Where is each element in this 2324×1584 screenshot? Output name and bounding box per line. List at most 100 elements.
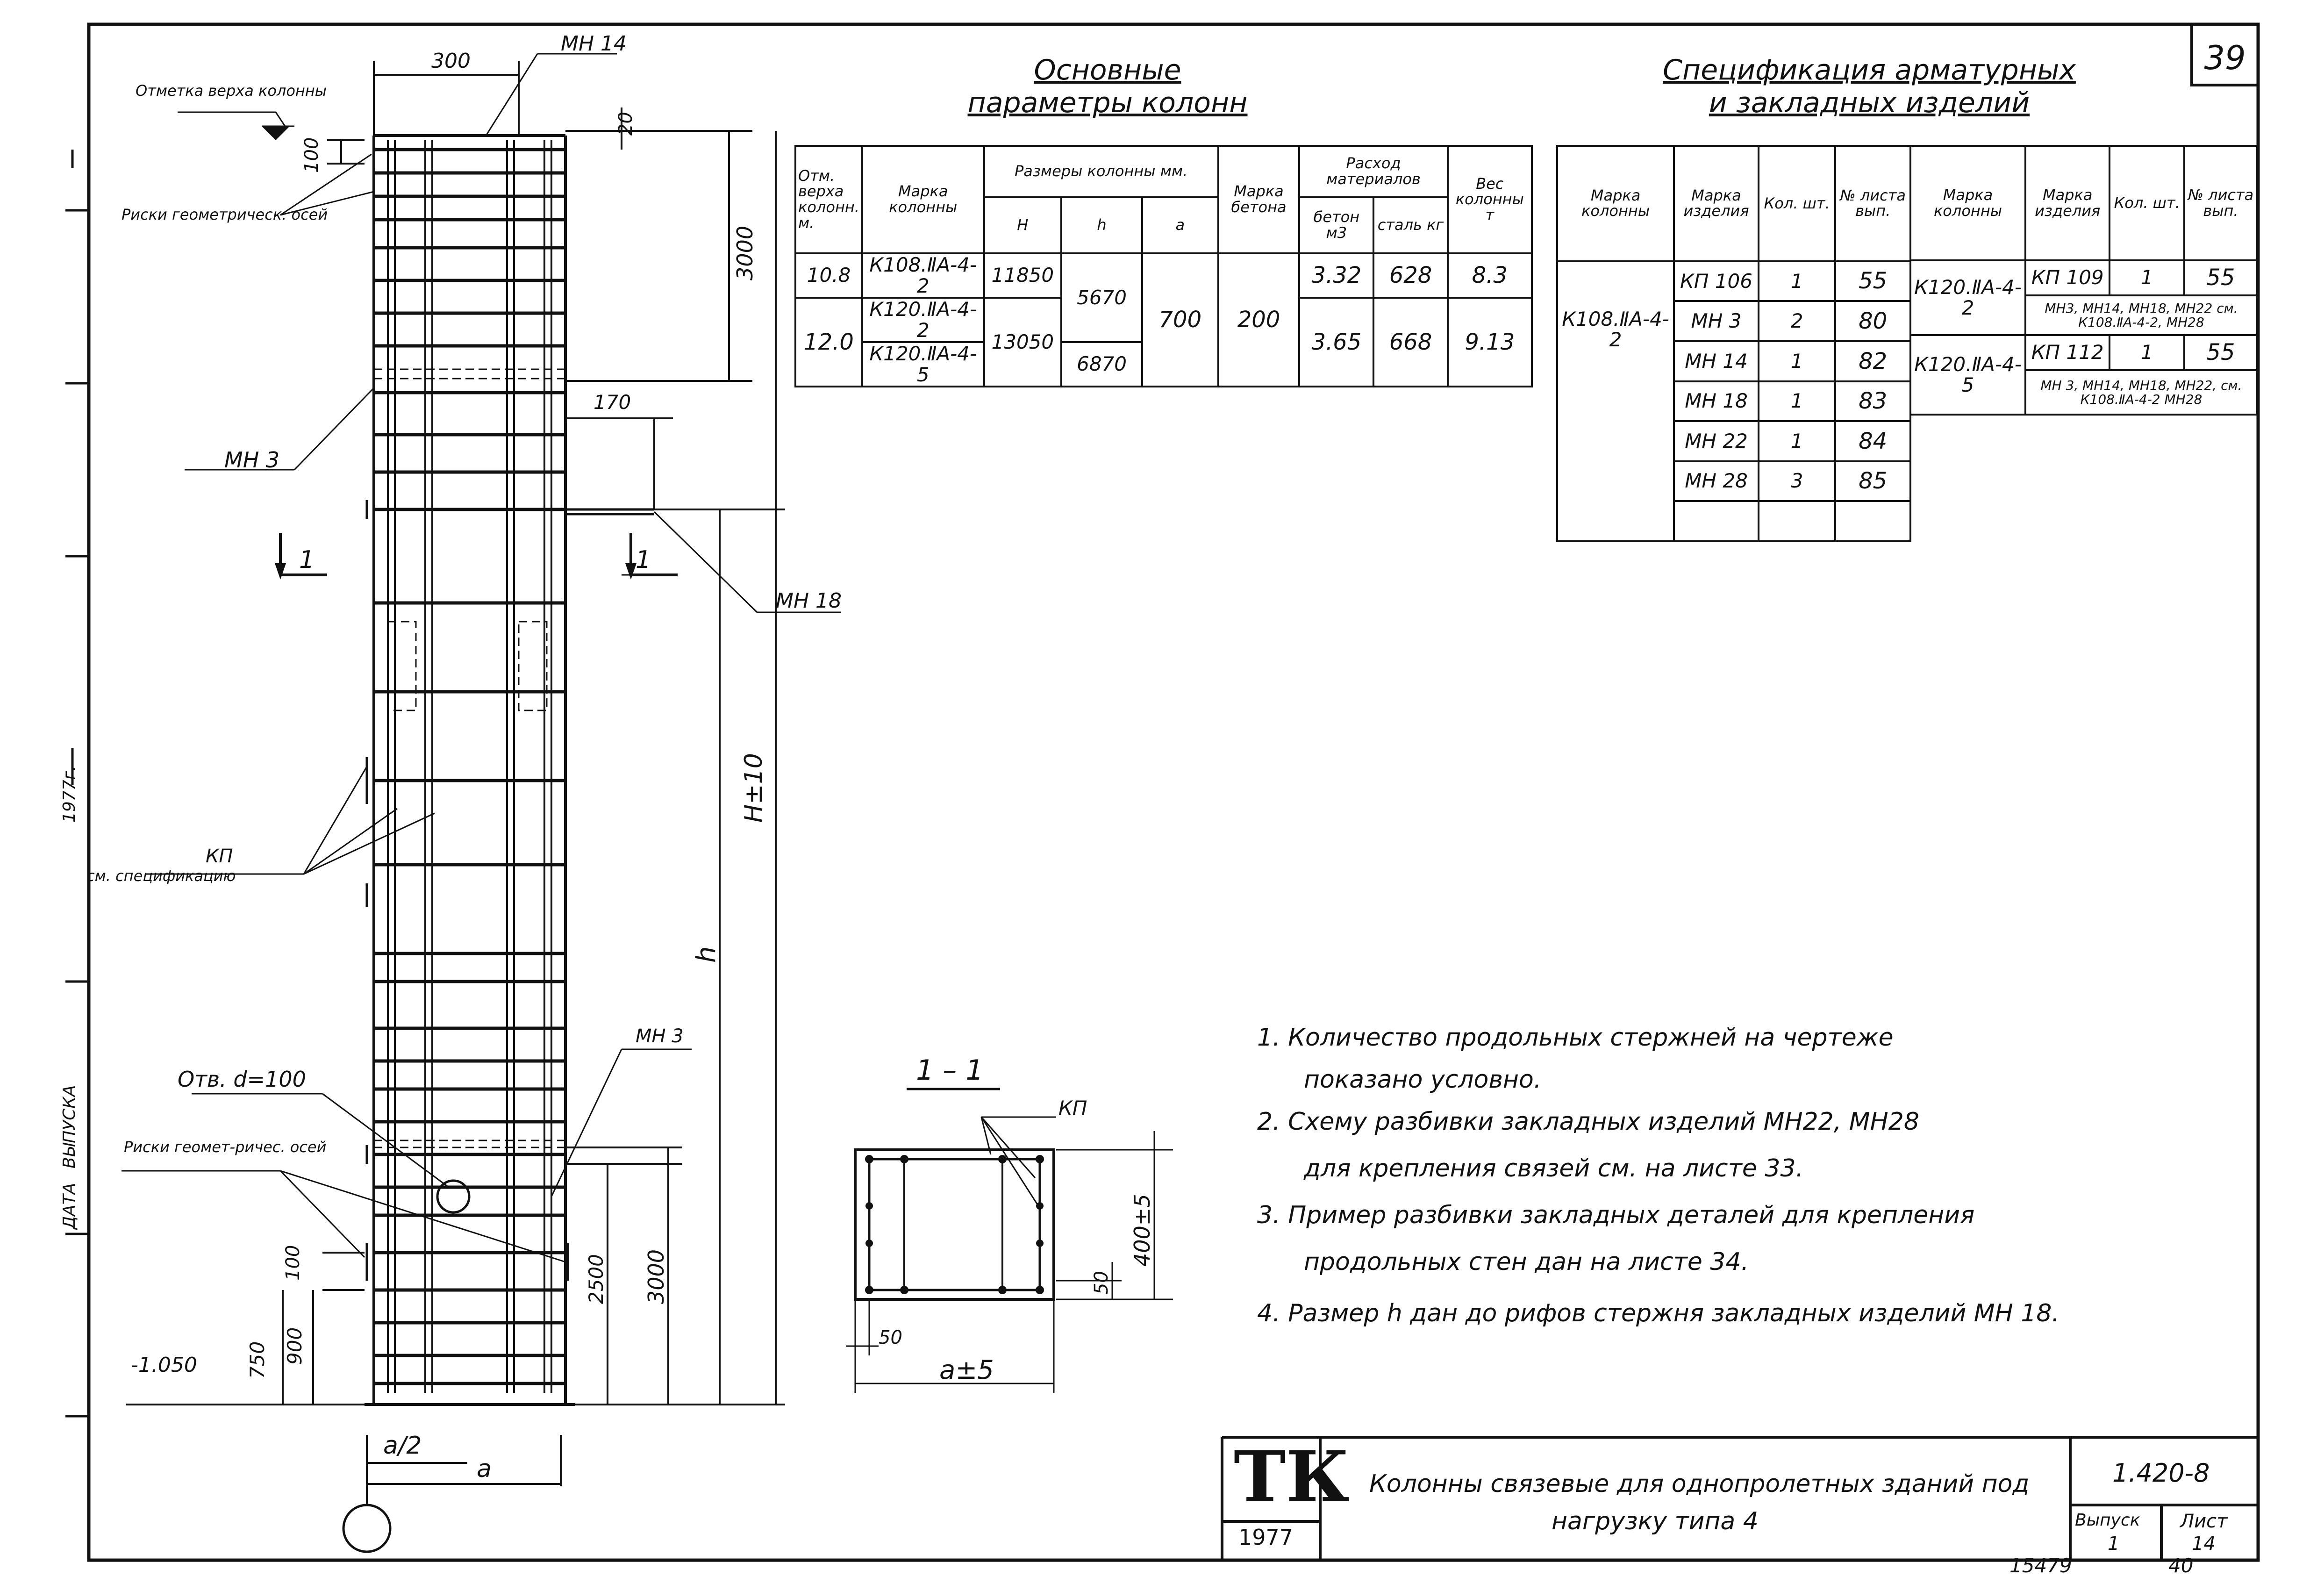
note-line: продольных стен дан на листе 34. [1304,1248,1749,1276]
title-line2: нагрузку типа 4 [1552,1507,1759,1535]
dim-3000-bot: 3000 [644,1249,669,1304]
table-row: К120.ⅡА-4-2 КП 109 1 55 [1909,259,2259,336]
spec-right-column: К120.ⅡА-4-2 [1909,259,2026,336]
spec-th-item: Марка изделия [1673,145,1759,262]
table-row: МН 3 2 80 [1557,300,1911,342]
spec-title: Спецификация арматурных и закладных изде… [1645,54,2094,119]
section-mark-right: 1 [636,546,651,574]
spec-item: КП 112 [2024,334,2111,371]
spec-sheet: 55 [2183,334,2259,371]
cell-h: 5670 [1060,252,1144,343]
cell-weight: 9.13 [1446,297,1533,387]
title-sheet-number: 14 [2192,1533,2216,1555]
spec-left-column: К108.ⅡА-4-2 [1556,260,1675,543]
section-bars [868,1159,1041,1290]
dim-50-bot: 50 [879,1327,902,1348]
note-line: для крепления связей см. на листе 33. [1304,1154,1804,1183]
dim-900: 900 [283,1327,306,1365]
spec-sheet: 85 [1834,460,1911,502]
axis-marks-top: Риски геометрическ. осей [122,206,328,223]
cell-H: 13050 [983,297,1063,387]
table-row: 10.8 К108.ⅡА-4-2 11850 5670 700 200 3.32… [794,252,1533,387]
top-mark-label: Отметка верха колонны [136,82,327,100]
dim-a-section: a±5 [939,1355,994,1385]
cell-mark: К120.ⅡА-4-5 [861,341,985,387]
label-mn3-bottom: МН 3 [636,1025,684,1047]
spec-sheet: 80 [1834,300,1911,342]
spec-item: КП 106 [1673,260,1759,302]
table-row: МН 18 1 83 [1557,380,1911,423]
dim-100-bot: 100 [282,1245,304,1281]
spec-qty: 3 [1757,460,1837,502]
dim-H: H±10 [740,753,768,823]
hole-circle [436,1179,471,1214]
section-dimensions [846,1116,1173,1393]
spec-empty-cell [1757,500,1837,542]
cell-a: 700 [1141,252,1219,387]
spec-note: МН3, МН14, МН18, МН22 см. К108.ⅡА-4-2, М… [2024,294,2258,336]
label-mn18: МН 18 [776,589,842,613]
spec-qty: 2 [1757,300,1837,342]
margin-issue: ВЫПУСКА [60,1085,79,1169]
margin-year: 1977г. [60,766,79,823]
spec-note: МН 3, МН14, МН18, МН22, см. К108.ⅡА-4-2 … [2024,369,2258,416]
note-line: 3. Пример разбивки закладных деталей для… [1257,1201,1975,1229]
issue-number: 1 [2108,1533,2120,1555]
spec-qty: 1 [1757,380,1837,423]
sheet-frame [87,22,2260,1562]
elevation-marker-top [262,126,290,140]
note-line: 4. Размер h дан до рифов стержня закладн… [1257,1299,2059,1327]
table-row: МН 14 1 82 [1557,340,1911,382]
issue-label: Выпуск [2075,1511,2140,1530]
section-stirrup [868,1158,1041,1291]
note-line: 2. Схему разбивки закладных изделий МН22… [1257,1108,1919,1136]
spec-table-left: Марка колонны Марка изделия Кол. шт. № л… [1556,145,1911,543]
cell-H: 11850 [983,252,1063,299]
spec-title-line2: и закладных изделий [1709,86,2030,119]
params-title-line1: Основные [1034,54,1181,86]
spec-table-right: Марка колонны Марка изделия Кол. шт. № л… [1909,145,2259,416]
spec-th-column-r: Марка колонны [1909,145,2026,261]
title-year: 1977 [1238,1525,1294,1550]
spec-title-line1: Спецификация арматурных [1663,54,2076,86]
embedded-plates [365,500,654,1281]
spec-th-qty-r: Кол. шт. [2109,145,2185,261]
dim-300: 300 [431,49,471,73]
dim-a-half: a/2 [383,1432,422,1460]
cell-elev: 12.0 [794,297,863,387]
section-arrow-right [625,563,636,580]
section-mark-left: 1 [299,546,315,574]
section-bar-dots [865,1155,1044,1294]
section-kp: КП [1058,1097,1087,1119]
label-kp-ref: см. спецификацию [86,867,236,885]
spec-item: МН 22 [1673,420,1759,462]
params-title-line2: параметры колонн [967,86,1248,119]
sheet-number-box [2190,23,2260,86]
spec-item: МН 14 [1673,340,1759,382]
cell-mark: К120.ⅡА-4-2 [861,297,985,343]
section-arrow-left [275,563,286,580]
spec-item: МН 18 [1673,380,1759,423]
th-steel: сталь кг [1373,196,1449,254]
spec-item: МН 28 [1673,460,1759,502]
cell-concrete-mark: 200 [1217,252,1301,387]
spec-sheet: 55 [2183,259,2259,296]
th-concrete: бетон м3 [1298,196,1375,254]
sheet-number: 39 [2204,39,2245,77]
dim-50-side: 50 [1091,1271,1112,1295]
label-mn14: МН 14 [561,32,627,56]
label-hole: Отв. d=100 [178,1067,306,1092]
spec-sheet: 84 [1834,420,1911,462]
cell-concrete: 3.65 [1298,297,1375,387]
spec-th-qty: Кол. шт. [1757,145,1837,262]
cell-elev: 10.8 [794,252,863,299]
spec-th-item-r: Марка изделия [2024,145,2111,261]
page-number: 40 [2168,1554,2194,1577]
margin-date: ДАТА [60,1183,79,1230]
label-mn3-top: МН 3 [224,447,279,473]
axis-circle [342,1504,392,1553]
series-number: 1.420-8 [2112,1458,2210,1488]
dimension-lines [126,61,785,1505]
spec-right-column: К120.ⅡА-4-5 [1909,334,2026,416]
